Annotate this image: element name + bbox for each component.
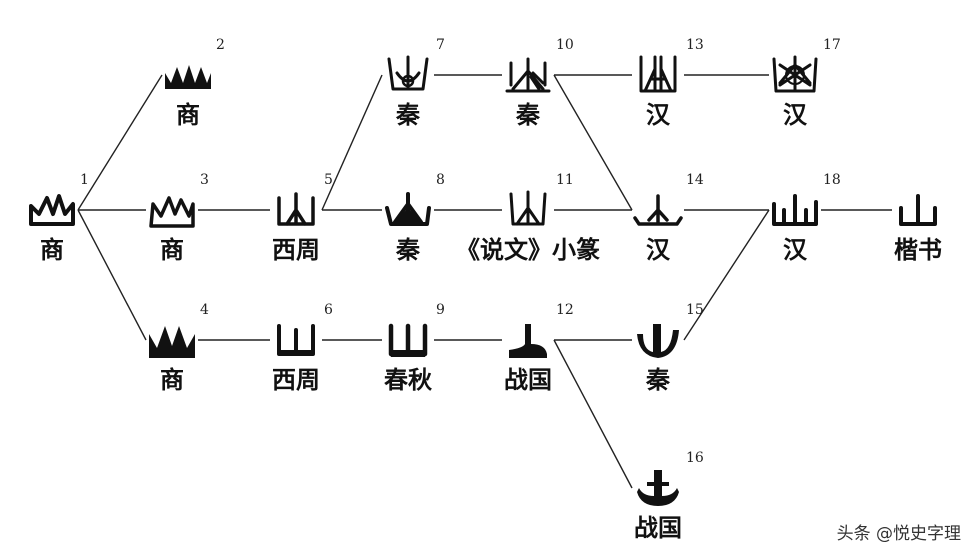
period-label: 汉	[646, 100, 670, 129]
node-number: 1	[80, 172, 89, 188]
period-label: 汉	[646, 235, 670, 264]
node-number: 11	[556, 172, 574, 188]
watermark: 头条 @悦史字理	[836, 524, 961, 544]
glyph-shape-icon	[271, 320, 321, 360]
node-number: 13	[686, 37, 704, 53]
node-number: 12	[556, 302, 574, 318]
period-label: 秦	[516, 100, 540, 129]
period-label: 商	[160, 365, 184, 394]
glyph-shape-icon	[271, 190, 321, 230]
glyph-shape-icon	[633, 190, 683, 230]
node-number: 2	[216, 37, 225, 53]
period-label: 汉	[783, 235, 807, 264]
period-label: 秦	[396, 100, 420, 129]
node-number: 6	[324, 302, 333, 318]
glyph-shape-icon	[503, 190, 553, 230]
connector-line-1-4	[77, 209, 147, 341]
glyph-shape-icon	[163, 55, 213, 95]
node-number: 17	[823, 37, 841, 53]
glyph-shape-icon	[503, 320, 553, 360]
node-number: 8	[436, 172, 445, 188]
glyph-shape-icon	[770, 190, 820, 230]
connector-line-15-18	[683, 209, 770, 341]
connector-line-1-2	[77, 74, 163, 211]
period-label: 汉	[783, 100, 807, 129]
glyph-shape-icon	[383, 55, 433, 95]
period-label: 战国	[504, 365, 552, 394]
glyph-shape-icon	[633, 55, 683, 95]
connector-line-10-14	[553, 74, 633, 211]
period-label: 西周	[272, 235, 320, 264]
period-label: 春秋	[384, 365, 432, 394]
glyph-shape-icon	[383, 190, 433, 230]
node-number: 5	[324, 172, 333, 188]
node-number: 10	[556, 37, 574, 53]
glyph-shape-icon	[147, 320, 197, 360]
period-label: 商	[176, 100, 200, 129]
node-number: 4	[200, 302, 209, 318]
glyph-shape-icon	[147, 190, 197, 230]
node-number: 3	[200, 172, 209, 188]
node-number: 7	[436, 37, 445, 53]
glyph-shape-icon	[503, 55, 553, 95]
node-number: 14	[686, 172, 704, 188]
node-number: 9	[436, 302, 445, 318]
glyph-shape-icon	[633, 320, 683, 360]
period-label: 楷书	[894, 235, 942, 264]
period-label: 商	[160, 235, 184, 264]
node-number: 16	[686, 450, 704, 466]
glyph-shape-icon	[633, 468, 683, 508]
period-label: 秦	[396, 235, 420, 264]
period-label: 商	[40, 235, 64, 264]
period-label: 战国	[634, 513, 682, 542]
connector-line-5-7	[321, 74, 383, 211]
connector-line-12-16	[553, 339, 633, 489]
glyph-shape-icon	[383, 320, 433, 360]
glyph-shape-icon	[770, 55, 820, 95]
node-number: 18	[823, 172, 841, 188]
glyph-shape-icon	[27, 190, 77, 230]
period-label: 西周	[272, 365, 320, 394]
glyph-shape-icon	[893, 190, 943, 230]
period-label: 《说文》小篆	[456, 235, 600, 264]
node-number: 15	[686, 302, 704, 318]
period-label: 秦	[646, 365, 670, 394]
